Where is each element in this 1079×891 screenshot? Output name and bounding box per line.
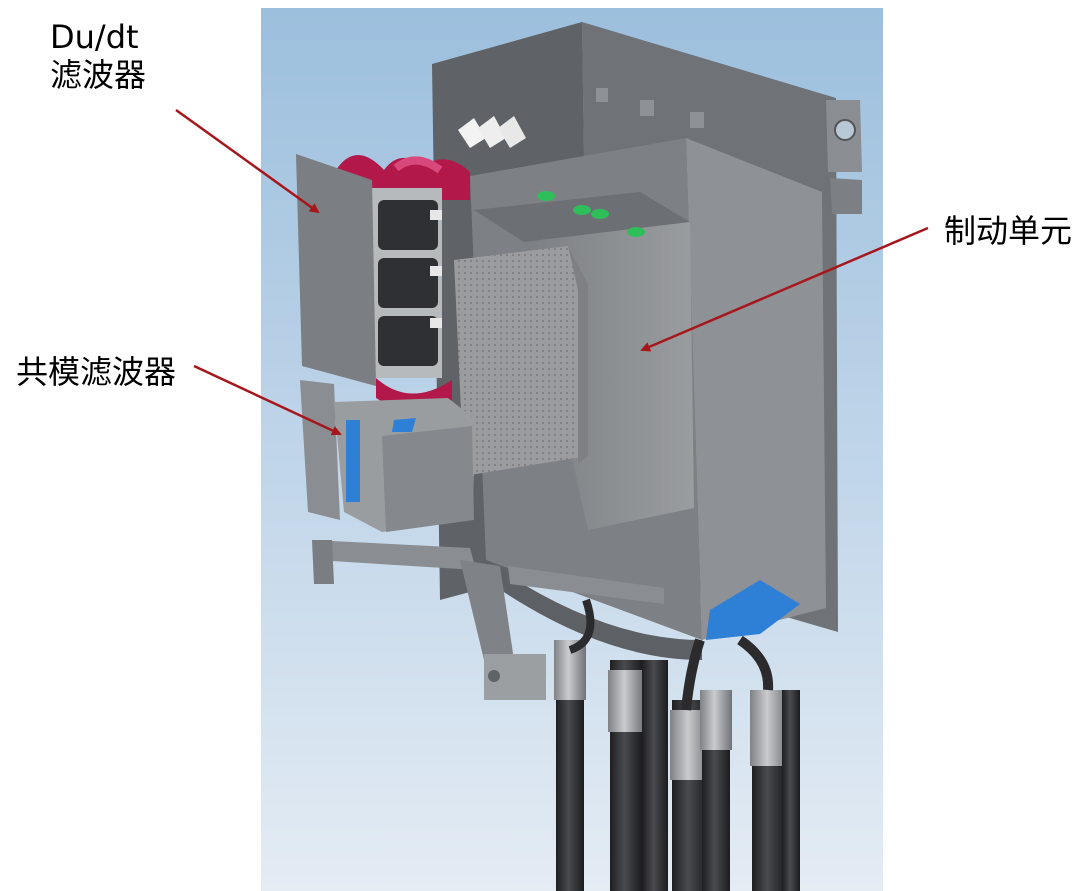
dudt-filter-label: Du/dt 滤波器 <box>50 18 146 94</box>
common-mode-filter <box>300 380 476 532</box>
common-mode-filter-arrow <box>193 364 342 436</box>
dudt-filter-label-line1: Du/dt <box>50 18 139 56</box>
indicator-led-icon <box>537 191 555 201</box>
brake-unit-label: 制动单元 <box>944 212 1073 250</box>
brake-unit-box <box>454 191 694 530</box>
dudt-filter-arrow <box>175 108 320 214</box>
cable-bundle <box>554 598 800 891</box>
mounting-brackets <box>312 540 800 700</box>
brake-unit-arrow <box>640 226 929 352</box>
indicator-led-icon <box>573 205 591 215</box>
indicator-led-icon <box>591 209 609 219</box>
dudt-filter-label-line2: 滤波器 <box>50 56 147 94</box>
common-mode-filter-label: 共模滤波器 <box>16 353 177 391</box>
indicator-led-icon <box>627 227 645 237</box>
